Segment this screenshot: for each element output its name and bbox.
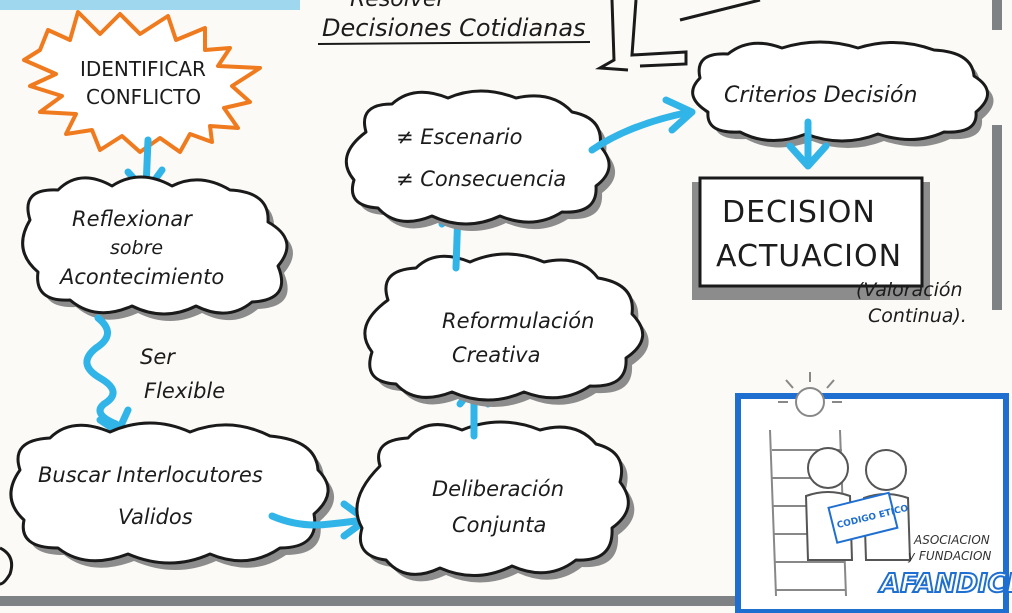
header-partial-title: Resolver: [350, 0, 447, 12]
arrow-label-line1: Ser: [140, 345, 176, 369]
reformulacion-line2: Creativa: [452, 343, 540, 367]
escenario-line2: ≠ Consecuencia: [396, 167, 566, 191]
header-subtitle: Decisiones Cotidianas: [322, 14, 586, 42]
starburst-identificar-conflicto: IDENTIFICAR CONFLICTO: [22, 10, 262, 154]
cloud-reflexionar: Reflexionar sobre Acontecimiento: [21, 175, 293, 321]
decision-line2: ACTUACION: [716, 239, 902, 274]
reflexionar-line3: Acontecimiento: [58, 265, 224, 289]
starburst-line1: IDENTIFICAR: [80, 57, 206, 81]
cloud-escenario: ≠ Escenario ≠ Consecuencia: [344, 89, 616, 231]
arrow-label-line2: Flexible: [144, 379, 225, 403]
right-gray-bar-top: [992, 0, 1002, 30]
sun-icon: [778, 372, 842, 417]
afandice-logo: CODIGO ETICO ASOCIACION y FUNDACION AFAN…: [735, 372, 1012, 613]
partial-cloud-bottom-left: [0, 546, 14, 586]
figure-legs-illustration: [594, 0, 761, 72]
logo-line1: ASOCIACION: [913, 533, 990, 547]
cloud-buscar-interlocutores: Buscar Interlocutores Validos: [9, 421, 335, 570]
deliberacion-line2: Conjunta: [452, 513, 546, 537]
codigo-etico-sign: CODIGO ETICO: [827, 491, 910, 544]
reformulacion-line1: Reformulación: [442, 309, 594, 333]
logo-brand: AFANDICE: [878, 569, 1012, 599]
criterios-text: Criterios Decisión: [724, 83, 917, 108]
deliberacion-line1: Deliberación: [432, 477, 564, 501]
top-left-blue-strip: [0, 0, 300, 10]
header-underline: [317, 41, 591, 45]
escenario-line1: ≠ Escenario: [396, 125, 522, 149]
arrow-escenario-to-criterios: [588, 96, 696, 154]
buscar-line2: Validos: [118, 505, 193, 529]
right-gray-bar-mid: [992, 125, 1002, 310]
cloud-reformulacion: Reformulación Creativa: [363, 252, 649, 407]
decision-actuacion-box: DECISION ACTUACION: [692, 176, 930, 300]
arrow-reflexionar-to-buscar: [83, 314, 132, 436]
reflexionar-line2: sobre: [110, 237, 163, 259]
decision-line1: DECISION: [722, 195, 876, 230]
cloud-deliberacion: Deliberación Conjunta: [355, 420, 635, 583]
buscar-line1: Buscar Interlocutores: [38, 463, 263, 487]
bottom-gray-bar: [0, 596, 735, 606]
valoracion-line2: Continua).: [868, 305, 967, 327]
cloud-criterios: Criterios Decisión: [691, 40, 994, 148]
starburst-line2: CONFLICTO: [86, 85, 201, 109]
logo-line2: y FUNDACION: [907, 549, 991, 563]
reflexionar-line1: Reflexionar: [72, 207, 193, 231]
valoracion-line1: (Valoración: [856, 279, 963, 301]
arrow-criterios-to-decision: [786, 118, 830, 170]
